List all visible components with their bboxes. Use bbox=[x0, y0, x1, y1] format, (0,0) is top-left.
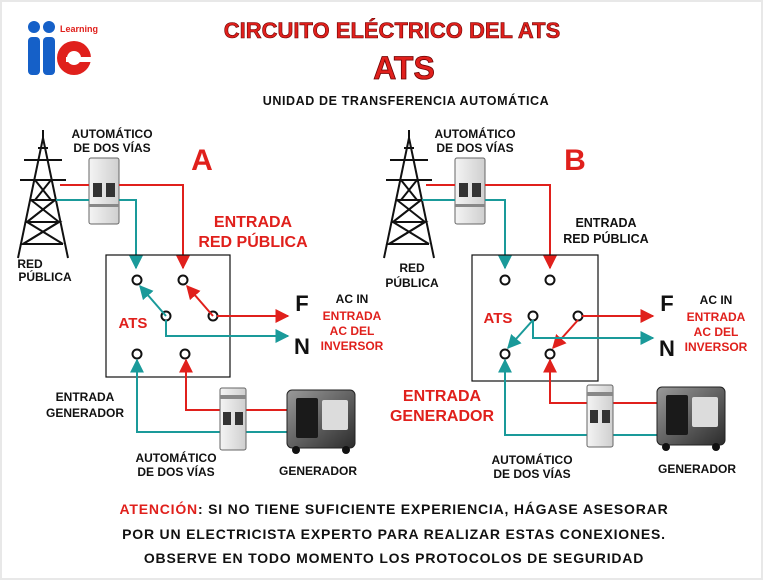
panel-a-breaker-top-label-2: DE DOS VÍAS bbox=[73, 140, 150, 155]
panel-a-letter: A bbox=[191, 144, 213, 177]
panel-a-ac-in-label: AC IN bbox=[336, 292, 369, 306]
panel-a-breaker-bottom-label-2: DE DOS VÍAS bbox=[137, 464, 214, 479]
warning-line-2: POR UN ELECTRICISTA EXPERTO PARA REALIZA… bbox=[122, 526, 666, 542]
panel-b-entrada-red-1: ENTRADA bbox=[575, 216, 636, 230]
panel-a-n-label: N bbox=[294, 334, 310, 359]
panel-b-breaker-top-label-1: AUTOMÁTICO bbox=[434, 126, 515, 141]
transmission-tower-icon bbox=[383, 130, 435, 259]
warning-lead: ATENCIÓN bbox=[120, 500, 198, 517]
panel-b-breaker-bottom-icon bbox=[586, 384, 614, 448]
panel-a-entrada-red-2: RED PÚBLICA bbox=[198, 232, 308, 251]
panel-b-entrada-ac-3: INVERSOR bbox=[685, 340, 748, 354]
panel-b-generator-label: GENERADOR bbox=[658, 462, 736, 476]
panel-b-grid-label-2: PÚBLICA bbox=[385, 275, 439, 290]
panel-b-entrada-red-2: RED PÚBLICA bbox=[563, 231, 648, 246]
panel-a-breaker-top-label-1: AUTOMÁTICO bbox=[71, 126, 152, 141]
panel-a-breaker-bottom-icon bbox=[219, 387, 247, 451]
diagram-caption: UNIDAD DE TRANSFERENCIA AUTOMÁTICA bbox=[263, 93, 550, 108]
panel-a-entrada-ac-3: INVERSOR bbox=[321, 339, 384, 353]
panel-b-breaker-bottom-label-1: AUTOMÁTICO bbox=[491, 452, 572, 467]
panel-a-entrada-ac-2: AC DEL bbox=[330, 324, 375, 338]
panel-b-grid-label-1: RED bbox=[399, 261, 425, 275]
panel-b-breaker-bottom-label-2: DE DOS VÍAS bbox=[493, 466, 570, 481]
panel-a-grid-label-2: PÚBLICA bbox=[18, 269, 72, 284]
transmission-tower-icon bbox=[17, 130, 69, 259]
panel-a-entrada-gen-1: ENTRADA bbox=[56, 390, 115, 404]
warning-line-1: ATENCIÓN: SI NO TIENE SUFICIENTE EXPERIE… bbox=[120, 500, 669, 517]
panel-a-generator-icon bbox=[286, 389, 356, 454]
panel-b-generator-icon bbox=[656, 386, 726, 451]
warning-line-1-text: : SI NO TIENE SUFICIENTE EXPERIENCIA, HÁ… bbox=[198, 501, 669, 517]
panel-b-f-label: F bbox=[660, 291, 673, 316]
panel-b-entrada-gen-1: ENTRADA bbox=[403, 388, 482, 405]
panel-a-entrada-gen-2: GENERADOR bbox=[46, 406, 124, 420]
panel-b-breaker-top-icon bbox=[454, 157, 486, 225]
panel-b-letter: B bbox=[564, 144, 586, 177]
logo-sub-text: Learning bbox=[60, 24, 98, 34]
panel-a-entrada-ac-1: ENTRADA bbox=[323, 309, 382, 323]
warning-line-3: OBSERVE EN TODO MOMENTO LOS PROTOCOLOS D… bbox=[144, 550, 644, 566]
panel-b-n-label: N bbox=[659, 336, 675, 361]
panel-b-breaker-top-label-2: DE DOS VÍAS bbox=[436, 140, 513, 155]
panel-b-ac-in-label: AC IN bbox=[700, 293, 733, 307]
panel-b-ats-terminals bbox=[499, 274, 584, 360]
panel-b-ats-label: ATS bbox=[484, 310, 513, 327]
panel-a-entrada-red-1: ENTRADA bbox=[214, 214, 293, 231]
panel-a-ats-label: ATS bbox=[119, 315, 148, 332]
panel-b-entrada-ac-1: ENTRADA bbox=[687, 310, 746, 324]
panel-a-f-label: F bbox=[295, 291, 308, 316]
panel-a: A AUTOMÁTICO DE DOS VÍAS RED PÚBLICA ENT… bbox=[17, 126, 384, 479]
panel-a-grid-label-1: RED bbox=[17, 257, 43, 271]
panel-b: B AUTOMÁTICO DE DOS VÍAS RED PÚBLICA ENT… bbox=[383, 126, 748, 481]
panel-a-ats-terminals bbox=[131, 274, 219, 360]
diagram-title: CIRCUITO ELÉCTRICO DEL ATS bbox=[224, 18, 561, 43]
ie-learning-logo: Learning bbox=[28, 21, 98, 75]
panel-b-ats-box bbox=[471, 254, 599, 382]
panel-a-breaker-bottom-label-1: AUTOMÁTICO bbox=[135, 450, 216, 465]
panel-b-entrada-ac-2: AC DEL bbox=[694, 325, 739, 339]
diagram-subtitle: ATS bbox=[373, 50, 435, 86]
panel-a-breaker-top-icon bbox=[88, 157, 120, 225]
panel-a-generator-label: GENERADOR bbox=[279, 464, 357, 478]
panel-b-entrada-gen-2: GENERADOR bbox=[390, 408, 494, 425]
